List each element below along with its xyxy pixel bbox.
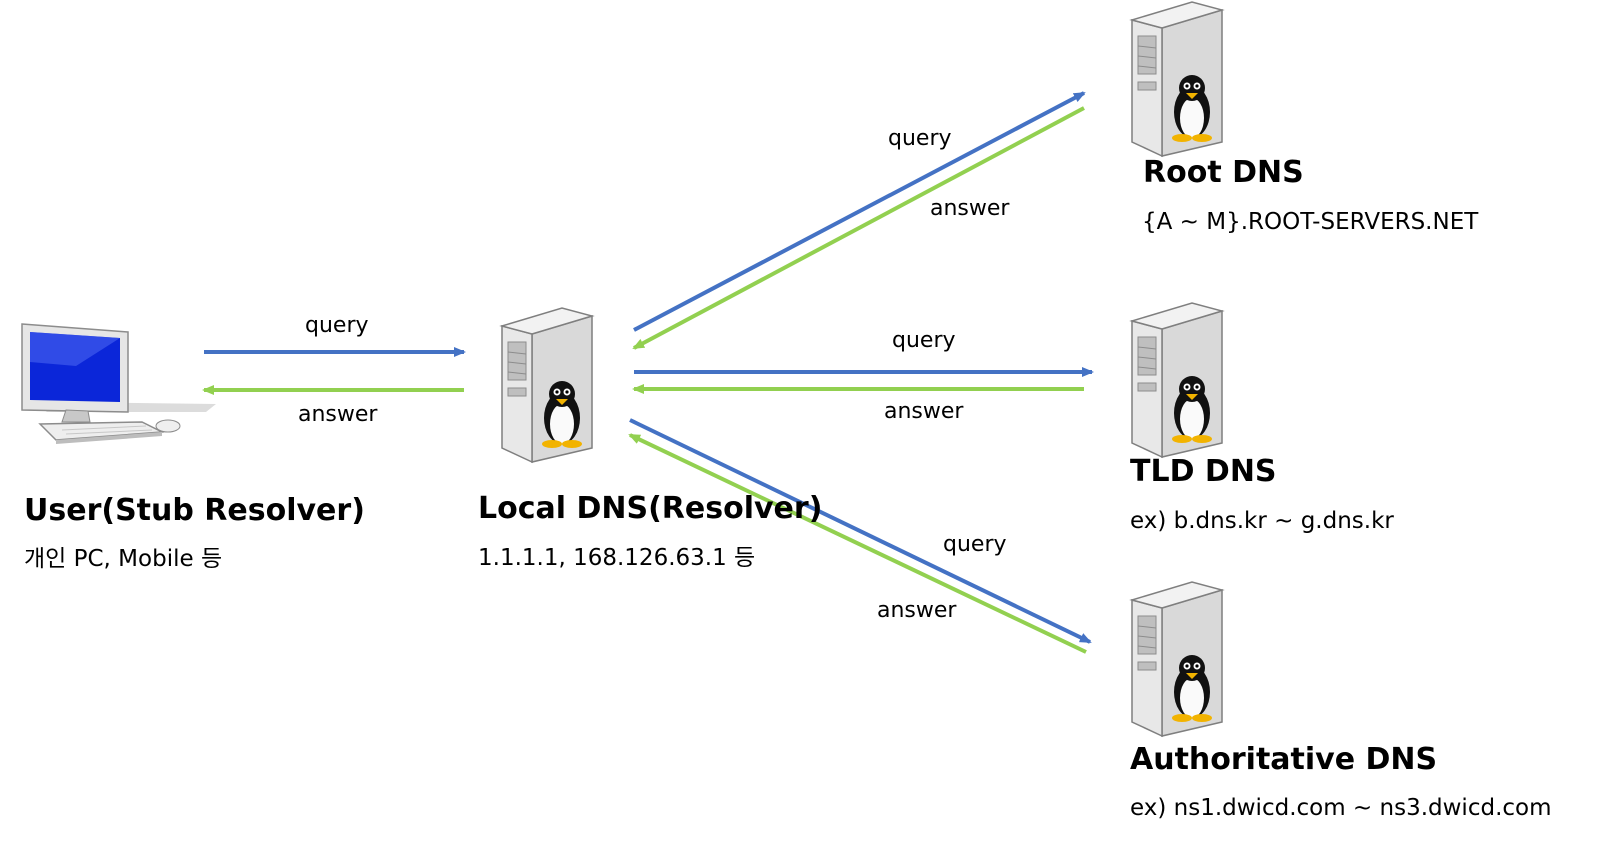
user-node-title: User(Stub Resolver) xyxy=(24,493,365,528)
root-dns-server-icon xyxy=(1131,1,1223,157)
auth-node-title: Authoritative DNS xyxy=(1130,742,1438,777)
desktop-computer-icon xyxy=(21,323,217,445)
local-dns-server-icon xyxy=(501,307,593,463)
local-root-answer-arrow xyxy=(632,106,1085,350)
local-tld-query-label: query xyxy=(892,328,956,353)
user-local-answer-label: answer xyxy=(298,402,378,427)
tld-dns-server-icon xyxy=(1131,302,1223,458)
local-node-title: Local DNS(Resolver) xyxy=(478,491,823,526)
user-local-query-label: query xyxy=(305,313,369,338)
local-root-answer-label: answer xyxy=(930,196,1010,221)
root-node-subtitle: {A ~ M}.ROOT-SERVERS.NET xyxy=(1142,209,1479,235)
local-tld-answer-label: answer xyxy=(884,399,964,424)
local-auth-query-arrow xyxy=(629,418,1092,644)
local-auth-answer-arrow xyxy=(628,433,1087,654)
auth-node-subtitle: ex) ns1.dwicd.com ~ ns3.dwicd.com xyxy=(1130,795,1552,821)
local-auth-query-label: query xyxy=(943,532,1007,557)
user-node-subtitle: 개인 PC, Mobile 등 xyxy=(24,546,223,572)
local-auth-answer-label: answer xyxy=(877,598,957,623)
root-node-title: Root DNS xyxy=(1143,155,1304,190)
tld-node-subtitle: ex) b.dns.kr ~ g.dns.kr xyxy=(1130,508,1394,534)
local-node-subtitle: 1.1.1.1, 168.126.63.1 등 xyxy=(478,545,756,571)
tld-node-title: TLD DNS xyxy=(1130,454,1277,489)
local-root-query-arrow xyxy=(633,91,1086,332)
local-root-query-label: query xyxy=(888,126,952,151)
authoritative-dns-server-icon xyxy=(1131,581,1223,737)
